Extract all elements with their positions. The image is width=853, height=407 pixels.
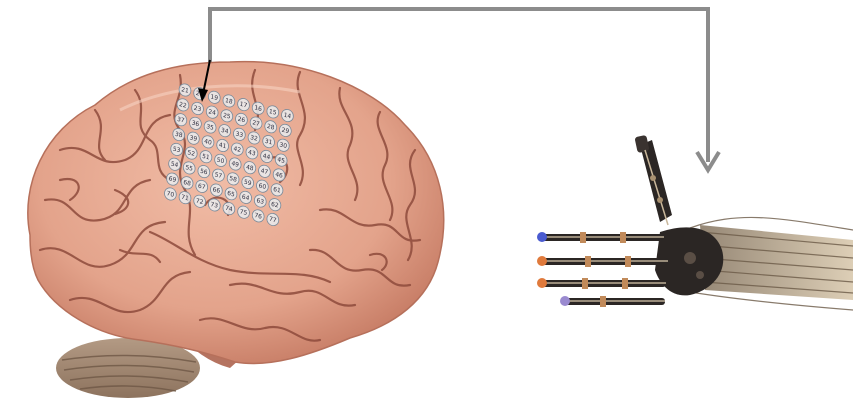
brain-icon: 2120191817161514222324252627282937363534…	[28, 60, 444, 398]
robot-fingers	[537, 232, 668, 307]
robotic-hand-icon	[537, 135, 853, 310]
cerebrum	[28, 62, 444, 364]
robot-thumb	[634, 135, 672, 225]
